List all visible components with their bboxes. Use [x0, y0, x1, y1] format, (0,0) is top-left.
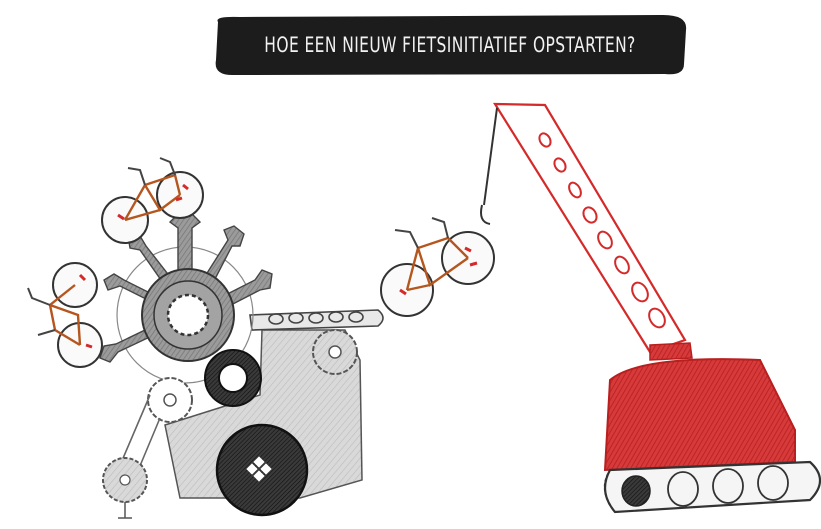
bicycle-icon — [27, 262, 103, 368]
title-banner: HOE EEN NIEUW FIETSINITIATIEF OPSTARTEN? — [210, 12, 690, 78]
bicycle-icon — [101, 157, 204, 244]
page-title: HOE EEN NIEUW FIETSINITIATIEF OPSTARTEN? — [264, 33, 636, 57]
red-crane-illustration — [480, 102, 821, 514]
bicycle-icon — [380, 217, 495, 317]
bicycle-illustrations — [27, 157, 495, 368]
gear-machine-illustration — [99, 213, 384, 519]
